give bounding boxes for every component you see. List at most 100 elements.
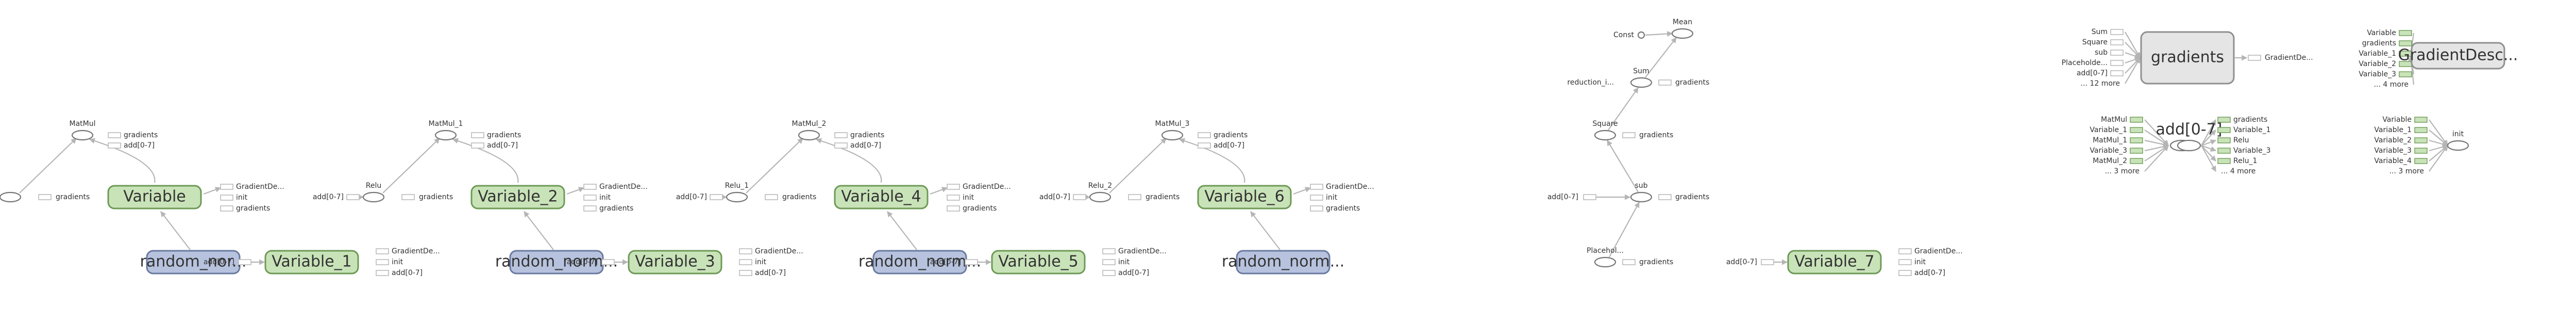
gradient-descent-node[interactable] <box>2411 42 2505 70</box>
placeholder-op[interactable] <box>1594 256 1617 268</box>
last-bias-shape[interactable] <box>1787 250 1882 275</box>
block-2-matmul-out-stub-0 <box>834 132 848 138</box>
block-0-matmul[interactable] <box>71 130 94 141</box>
last-bias-out-stub-label-2: add[0-7] <box>1914 269 1945 277</box>
block-0-input-op-shape[interactable] <box>0 191 22 203</box>
gradients-in-stub-label-5: ... 12 more <box>2081 79 2120 88</box>
block-0-variable-shape[interactable] <box>107 185 202 210</box>
block-0-input-op[interactable] <box>0 191 22 203</box>
edge-placeholder-sub <box>1609 202 1640 257</box>
add-in-stub-4 <box>2130 158 2143 164</box>
block-2-variable-out-stub-2 <box>947 205 960 212</box>
add-out-stub-label-2: Relu <box>2233 136 2249 144</box>
block-1-variable-shape[interactable] <box>470 185 565 210</box>
gradients-node[interactable] <box>2140 31 2235 85</box>
gradients-in-stub-1 <box>2110 39 2124 45</box>
block-1-edge-input-matmul <box>382 138 440 194</box>
block-2-variable-out-stub-0 <box>947 184 960 190</box>
block-2-edge-var-matmul <box>815 138 882 183</box>
block-2-variable-out-stub-label-0: GradientDe... <box>963 183 1011 191</box>
gd-in-stub-label-5: ... 4 more <box>2374 81 2409 89</box>
block-1-variable-out-stub-label-2: gradients <box>599 204 633 213</box>
sub-op-shape[interactable] <box>1630 191 1653 203</box>
init-in-stub-label-0: Variable <box>2382 116 2412 124</box>
block-1-bias-out-stub-label-2: add[0-7] <box>392 269 423 277</box>
add-out-edge-5 <box>2201 145 2216 172</box>
init-in-stub-label-3: Variable_3 <box>2374 147 2412 155</box>
add-group-node[interactable] <box>2169 139 2201 152</box>
block-2-bias-prefix: add[0-7] <box>567 258 598 266</box>
block-2-input-op[interactable] <box>726 191 748 203</box>
placeholder-op-shape[interactable] <box>1594 256 1617 268</box>
placeholder-op-label: Placehol... <box>1587 247 1624 255</box>
gradients-in-edge-5 <box>2125 57 2141 84</box>
block-0-input-out-label: gradients <box>56 193 90 201</box>
add-out-stub-label-3: Variable_3 <box>2233 147 2271 155</box>
mean-op-shape[interactable] <box>1671 28 1694 39</box>
block-1-variable-out-stub-2 <box>583 205 597 212</box>
square-out-stub <box>1622 132 1636 138</box>
block-1-edge-var-matmul <box>452 138 519 183</box>
block-1-matmul-out-stub-label-1: add[0-7] <box>487 141 518 150</box>
block-1-input-op[interactable] <box>362 191 385 203</box>
add-group-shape[interactable] <box>2177 139 2201 152</box>
block-3-variable-label: Variable_6 <box>1204 188 1285 206</box>
block-3-input-op-shape[interactable] <box>1089 191 1112 203</box>
add-out-edge-1 <box>2201 130 2216 146</box>
block-3-variable[interactable] <box>1197 185 1292 210</box>
block-1-bias[interactable] <box>264 250 359 275</box>
block-1-variable[interactable] <box>470 185 565 210</box>
block-2-matmul-out-stub-label-1: add[0-7] <box>850 141 881 150</box>
mean-op[interactable] <box>1671 28 1694 39</box>
block-3-matmul[interactable] <box>1161 130 1184 141</box>
last-bias-prefix-stub <box>1761 259 1774 265</box>
init-op[interactable] <box>2447 140 2469 151</box>
gradients-node-label: gradients <box>2151 49 2224 67</box>
block-1-matmul[interactable] <box>434 130 457 141</box>
block-2-variable[interactable] <box>834 185 929 210</box>
gradients-node-shape[interactable] <box>2140 31 2235 85</box>
gradient-descent-node-shape[interactable] <box>2411 42 2505 70</box>
block-2-bias-shape[interactable] <box>628 250 722 275</box>
last-bias[interactable] <box>1787 250 1882 275</box>
block-2-input-out-label: gradients <box>782 193 816 201</box>
init-op-shape[interactable] <box>2447 140 2469 151</box>
block-3-bias[interactable] <box>991 250 1086 275</box>
block-3-variable-out-stub-label-2: gradients <box>1326 204 1360 213</box>
const-op[interactable] <box>1637 31 1645 39</box>
reduction-label: reduction_i... <box>1567 78 1614 87</box>
block-1-input-op-shape[interactable] <box>362 191 385 203</box>
sub-op[interactable] <box>1630 191 1653 203</box>
gradients-in-stub-0 <box>2110 29 2124 35</box>
block-1-matmul-shape[interactable] <box>434 130 457 141</box>
square-op-shape[interactable] <box>1594 130 1617 141</box>
init-op-label: init <box>2452 130 2464 138</box>
square-op[interactable] <box>1594 130 1617 141</box>
block-1-bias-shape[interactable] <box>264 250 359 275</box>
sub-op-label: sub <box>1635 182 1647 190</box>
block-2-bias[interactable] <box>628 250 722 275</box>
block-2-matmul-shape[interactable] <box>798 130 820 141</box>
block-0-variable[interactable] <box>107 185 202 210</box>
block-1-bias-out-stub-1 <box>376 259 389 265</box>
block-2-matmul[interactable] <box>798 130 820 141</box>
block-0-variable-out-stub-1 <box>220 195 233 201</box>
block-1-input-op-label: Relu <box>366 182 381 190</box>
block-2-input-op-shape[interactable] <box>726 191 748 203</box>
gd-in-stub-label-3: Variable_2 <box>2359 60 2396 68</box>
sum-op-shape[interactable] <box>1630 77 1653 88</box>
gradients-in-stub-label-3: Placeholde... <box>2062 59 2108 67</box>
block-3-random[interactable] <box>1236 250 1331 275</box>
block-3-matmul-shape[interactable] <box>1161 130 1184 141</box>
block-3-random-shape[interactable] <box>1236 250 1331 275</box>
block-3-variable-shape[interactable] <box>1197 185 1292 210</box>
sum-op[interactable] <box>1630 77 1653 88</box>
block-0-matmul-shape[interactable] <box>71 130 94 141</box>
block-2-variable-shape[interactable] <box>834 185 929 210</box>
block-3-bias-shape[interactable] <box>991 250 1086 275</box>
gradients-in-stub-label-0: Sum <box>2092 28 2108 36</box>
block-2-bias-out-stub-2 <box>739 270 752 276</box>
block-3-input-op[interactable] <box>1089 191 1112 203</box>
last-bias-out-stub-label-0: GradientDe... <box>1914 247 1963 255</box>
